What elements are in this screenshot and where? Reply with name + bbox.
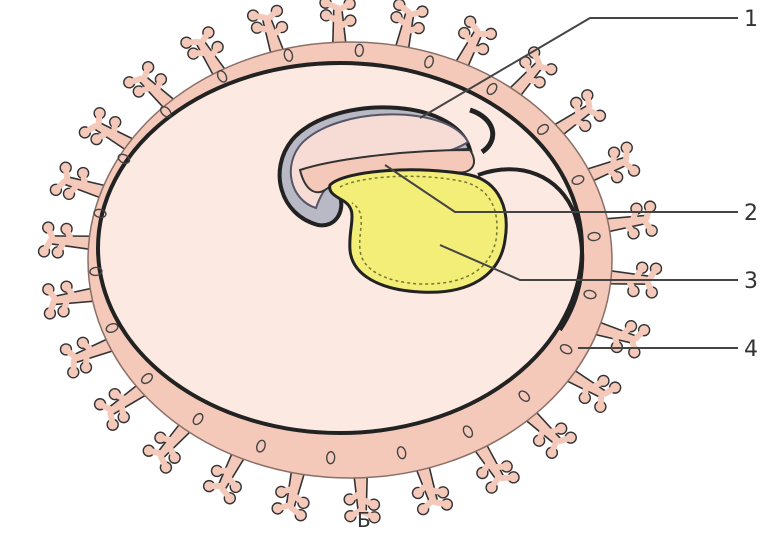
villus-branch-stem <box>492 476 499 487</box>
villus-branch-stem <box>527 79 540 82</box>
villus-branch-stem <box>548 429 561 433</box>
villus-branch-stem <box>110 411 112 424</box>
villus-branch-stem <box>98 113 99 126</box>
villus-branch-stem <box>423 500 433 509</box>
villus-branch-stem <box>613 153 614 166</box>
villus-branch-stem <box>114 122 115 135</box>
villus-branch-stem <box>587 95 589 108</box>
villus-branch-stem <box>66 168 68 181</box>
villus-branch-stem <box>646 207 650 220</box>
villus-branch-stem <box>129 78 142 82</box>
villus-branch-stem <box>257 28 270 30</box>
villus-branch-stem <box>267 11 277 20</box>
villus-branch-stem <box>281 488 294 491</box>
villus-branch-stem <box>86 354 87 367</box>
villus-branch-stem <box>121 404 123 417</box>
label-4: 4 <box>744 337 758 362</box>
villus-branch-stem <box>500 477 513 478</box>
villus-branch-stem <box>585 384 586 397</box>
villus-branch-stem <box>576 103 578 116</box>
villus-branch-stem <box>64 299 68 312</box>
villus-branch-stem <box>615 334 617 347</box>
villus-branch-stem <box>399 5 410 13</box>
villus-branch-stem <box>644 220 652 231</box>
villus-branch-stem <box>278 505 291 508</box>
villus-branch-stem <box>144 67 148 80</box>
villus-branch-stem <box>600 393 601 406</box>
villus-branch-stem <box>66 349 76 358</box>
villus-branch-stem <box>464 33 472 44</box>
villus-branch-stem <box>624 162 634 171</box>
label-1: 1 <box>744 7 758 32</box>
villus-branch-stem <box>434 502 447 504</box>
label-3: 3 <box>744 269 758 294</box>
villus-branch-stem <box>493 466 506 467</box>
villus-branch-stem <box>149 451 162 454</box>
villus-branch-stem <box>539 428 543 441</box>
villus-branch-stem <box>50 301 54 314</box>
villus-branch-stem <box>227 476 235 487</box>
villus-branch-stem <box>139 87 152 91</box>
villus-branch-stem <box>430 490 443 492</box>
villus-branch-stem <box>48 289 56 300</box>
villus-branch-stem <box>56 180 65 189</box>
villus-branch-stem <box>409 12 422 15</box>
figure-caption: Б <box>357 508 371 532</box>
villus-branch-stem <box>193 53 206 54</box>
villus-branch-stem <box>558 438 571 442</box>
villus-branch-stem <box>635 330 644 339</box>
villus-branch-stem <box>253 16 266 18</box>
villus-branch-stem <box>552 440 556 453</box>
villus-branch-stem <box>156 79 160 92</box>
villus-branch-stem <box>201 32 208 43</box>
villus-branch-stem <box>632 339 634 352</box>
villus-branch-stem <box>222 488 230 499</box>
villus-branch-stem <box>406 28 419 31</box>
villus-branch-stem <box>470 22 478 33</box>
villus-branch-stem <box>626 148 627 161</box>
villus-branch-stem <box>186 42 199 43</box>
villus-branch-stem <box>83 173 85 186</box>
villus-branch-stem <box>538 66 551 69</box>
villus-branch-stem <box>160 438 173 441</box>
villus-branch-stem <box>290 507 301 515</box>
villus-branch-stem <box>73 359 74 372</box>
label-2: 2 <box>744 201 758 226</box>
villus-branch-stem <box>632 209 636 222</box>
